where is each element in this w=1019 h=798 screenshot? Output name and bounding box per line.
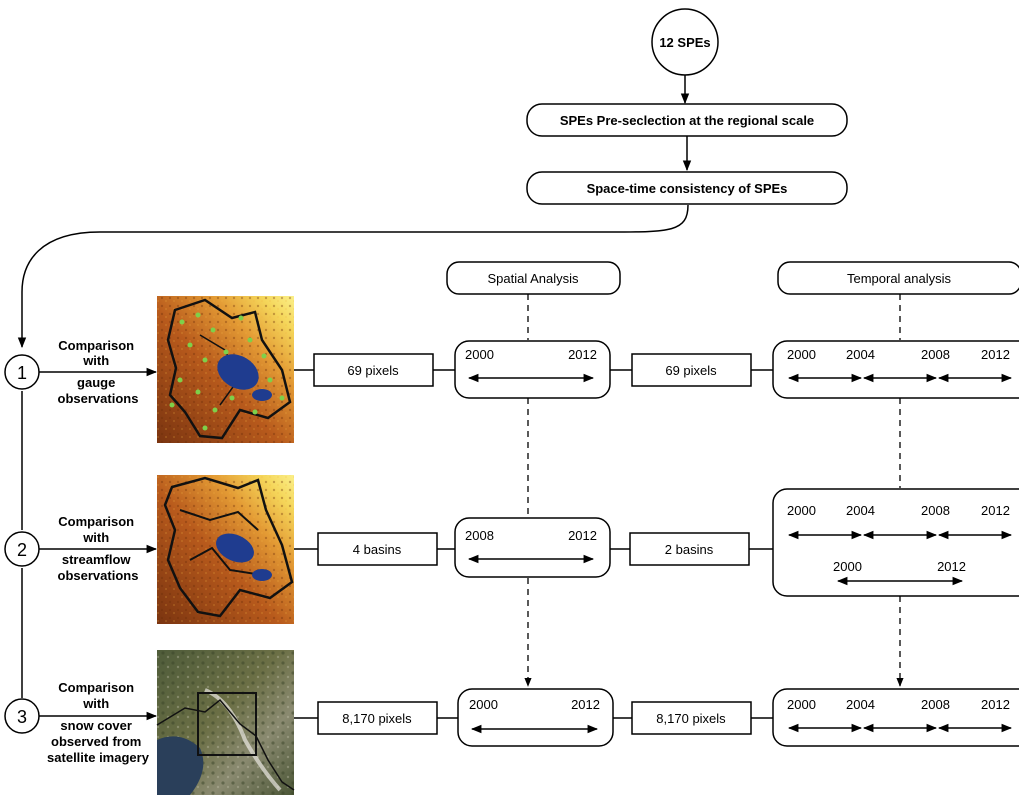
row-1-label-line-3: gauge xyxy=(77,375,115,390)
row-1-spatial-end: 2012 xyxy=(568,347,597,362)
spatial-header-label: Spatial Analysis xyxy=(487,271,579,286)
row-2-spatial-start: 2008 xyxy=(465,528,494,543)
row-2-number: 2 xyxy=(17,540,27,560)
row-2-temporal-extra-end: 2012 xyxy=(937,559,966,574)
row-1-temporal-year-4: 2012 xyxy=(981,347,1010,362)
row-2-label: Comparison with streamflow observations xyxy=(58,514,139,583)
row-3-label-line-5: satellite imagery xyxy=(47,750,150,765)
consistency-box xyxy=(526,171,848,205)
row-2-label-line-2: with xyxy=(82,530,109,545)
row-3: 3 Comparison with snow cover observed fr… xyxy=(4,650,1019,795)
row-2-temporal-year-2: 2004 xyxy=(846,503,875,518)
row-1: 1 Comparison with gauge observations xyxy=(4,296,1019,443)
row-1-temporal-count: 69 pixels xyxy=(665,363,717,378)
row-2-temporal-year-3: 2008 xyxy=(921,503,950,518)
row-3-label-line-1: Comparison xyxy=(58,680,134,695)
row-1-label-line-2: with xyxy=(82,353,109,368)
row-3-temporal-count: 8,170 pixels xyxy=(656,711,726,726)
row-1-elevation-map xyxy=(157,296,294,443)
row-1-number: 1 xyxy=(17,363,27,383)
row-3-spatial-end: 2012 xyxy=(571,697,600,712)
row-3-satellite-image xyxy=(156,650,295,795)
row-3-label-line-4: observed from xyxy=(51,734,141,749)
temporal-header-label: Temporal analysis xyxy=(847,271,952,286)
spatial-header-box xyxy=(446,261,621,295)
row-1-temporal-year-3: 2008 xyxy=(921,347,950,362)
row-2-label-line-4: observations xyxy=(58,568,139,583)
row-3-temporal-year-4: 2012 xyxy=(981,697,1010,712)
row-1-label: Comparison with gauge observations xyxy=(58,338,139,406)
consistency-label: Space-time consistency of SPEs xyxy=(587,181,788,196)
curve-connector xyxy=(17,204,689,349)
row-1-temporal-year-1: 2000 xyxy=(787,347,816,362)
row-1-label-line-4: observations xyxy=(58,391,139,406)
row-2: 2 Comparison with streamflow observation… xyxy=(4,475,1019,624)
row-1-label-line-1: Comparison xyxy=(58,338,134,353)
row-3-temporal-year-2: 2004 xyxy=(846,697,875,712)
row-2-temporal-count-box xyxy=(629,532,750,566)
row-1-temporal-year-2: 2004 xyxy=(846,347,875,362)
row-2-elevation-map xyxy=(157,475,294,624)
row-2-temporal-year-1: 2000 xyxy=(787,503,816,518)
row-3-label-line-3: snow cover xyxy=(60,718,132,733)
row-2-label-line-1: Comparison xyxy=(58,514,134,529)
row-3-temporal-year-3: 2008 xyxy=(921,697,950,712)
row-2-spatial-end: 2012 xyxy=(568,528,597,543)
row-1-spatial-count: 69 pixels xyxy=(347,363,399,378)
row-3-number: 3 xyxy=(17,707,27,727)
row-2-label-line-3: streamflow xyxy=(62,552,132,567)
row-2-spatial-period-box xyxy=(454,517,611,578)
row-3-temporal-count-box xyxy=(631,701,752,735)
start-node-label: 12 SPEs xyxy=(659,35,710,50)
row-2-spatial-count-box xyxy=(317,532,438,566)
row-2-temporal-period-box xyxy=(772,488,1019,597)
row-2-spatial-count: 4 basins xyxy=(353,542,402,557)
row-2-temporal-extra-start: 2000 xyxy=(833,559,862,574)
row-3-spatial-count-box xyxy=(317,701,438,735)
row-3-spatial-count: 8,170 pixels xyxy=(342,711,412,726)
row-3-temporal-year-1: 2000 xyxy=(787,697,816,712)
row-1-spatial-start: 2000 xyxy=(465,347,494,362)
row-2-temporal-year-4: 2012 xyxy=(981,503,1010,518)
row-3-label: Comparison with snow cover observed from… xyxy=(47,680,150,765)
row-3-spatial-start: 2000 xyxy=(469,697,498,712)
row-1-temporal-period-box xyxy=(772,340,1019,399)
row-2-temporal-count: 2 basins xyxy=(665,542,714,557)
row-3-label-line-2: with xyxy=(82,696,109,711)
preselection-label: SPEs Pre-seclection at the regional scal… xyxy=(560,113,814,128)
